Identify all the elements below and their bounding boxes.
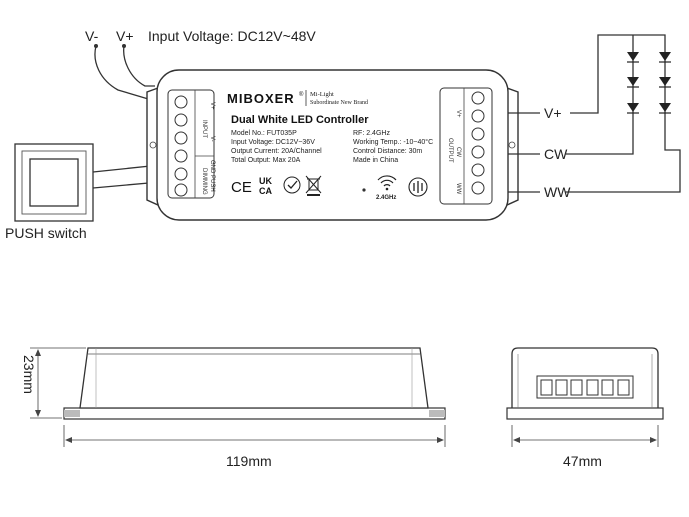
height-dimension [30,347,86,419]
input-strip-label: INPUT [201,120,207,138]
spec-left-3: Output Current: 20A/Channel [231,148,322,155]
v-minus-label: V- [85,28,99,44]
spec-right-3: Control Distance: 30m [353,148,422,155]
output-cw-text: CW [544,146,568,162]
width-label: 47mm [563,453,602,469]
dimming-circle-icon [408,177,428,197]
push-switch-label: PUSH switch [5,225,87,241]
ukca-mark-top: UK [259,176,272,186]
v-plus-dot [122,44,126,48]
spec-left-2: Input Voltage: DC12V~36V [231,139,315,146]
controller-side-view [63,347,446,420]
weee-bin-icon [305,175,322,196]
input-voltage-label: Input Voltage: DC12V~48V [148,28,316,44]
width-dimension [511,425,659,447]
push-switch [14,143,94,222]
v-plus-label: V+ [116,28,134,44]
status-led-dot [362,188,366,192]
brand-logo: MIBOXER [227,91,295,106]
output-vplus-text: V+ [544,105,562,121]
output-ww-label: WW [455,183,461,195]
controller-end-view [506,347,664,420]
length-dimension [63,425,446,447]
spec-left-4: Total Output: Max 20A [231,157,301,164]
spec-right-4: Made in China [353,157,398,164]
input-vplus-label: V+ [209,102,215,110]
led-strip-ww [659,45,671,135]
v-plus-wire [123,45,155,87]
mi-light-label: Mi-Light [310,91,334,98]
ww-bus-wire [565,135,681,193]
output-vplus-label: V+ [455,110,461,118]
v-minus-wire [94,45,156,102]
led-strip-cw [627,45,639,135]
brand-reg-mark: ® [299,91,304,98]
height-label: 23mm [21,355,37,394]
wifi-signal-icon [377,175,397,191]
ghz-label: 2.4GHz [376,195,396,201]
spec-right-2: Working Temp.: -10~40°C [353,138,433,146]
v-minus-dot [94,44,98,48]
subordinate-label: Subordinate New Brand [310,100,368,106]
vplus-bus-wire [570,34,666,114]
input-vminus-label: V- [209,136,215,142]
dimming-strip-label: DIMMING [201,168,207,195]
spec-right-1: RF: 2.4GHz [353,130,390,137]
gnd-push-label: GND PUSH [209,160,215,192]
output-cw-label: CW [455,147,461,157]
length-label: 119mm [226,453,272,469]
controller-top-view [146,69,519,221]
cw-bus-wire [565,135,634,155]
spec-left-1: Model No.: FUT035P [231,130,297,137]
product-title: Dual White LED Controller [231,114,369,126]
output-strip-label: OUTPUT [447,138,453,163]
check-circle-icon [283,176,301,194]
ukca-mark-bottom: CA [259,186,272,196]
ce-mark: CE [231,179,252,196]
output-ww-text: WW [544,184,571,200]
